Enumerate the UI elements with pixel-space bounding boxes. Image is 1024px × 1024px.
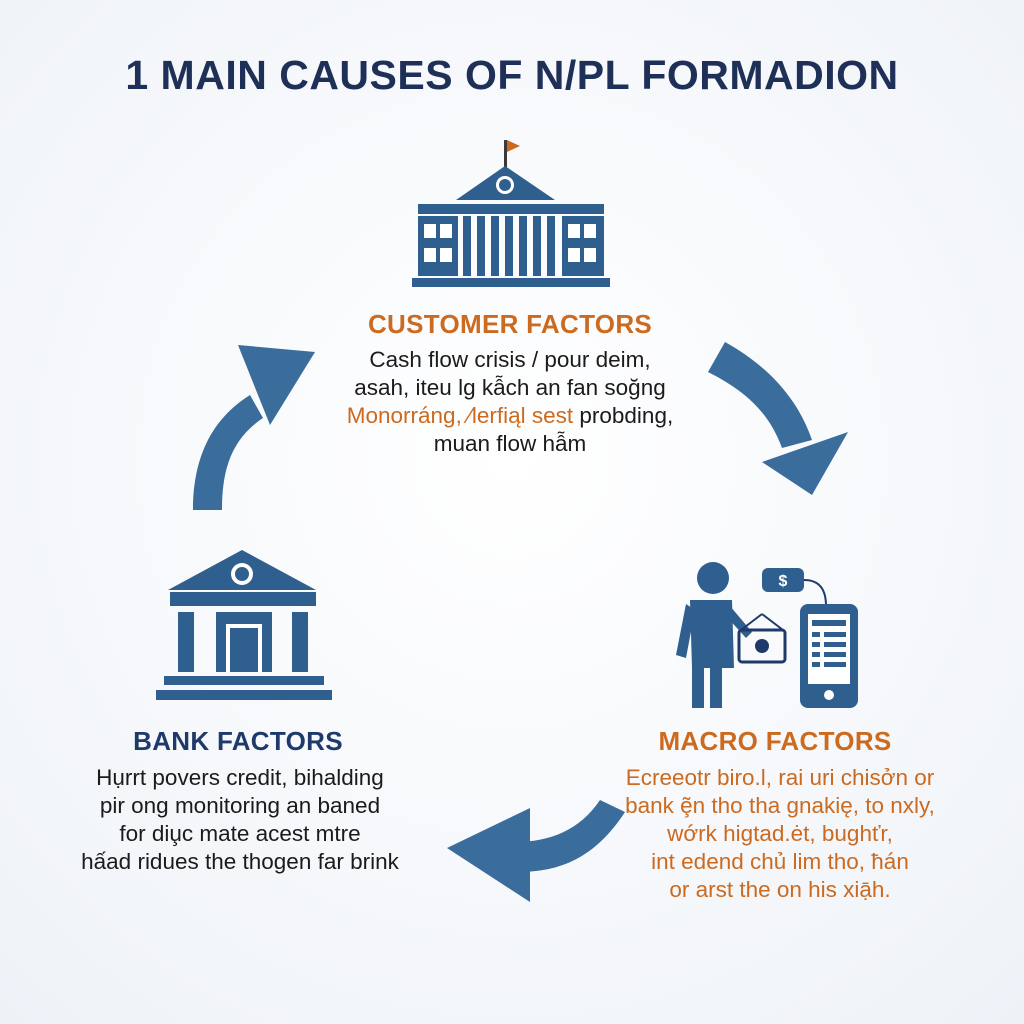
arrow-macro-to-bank (447, 800, 625, 902)
customer-line: asah, iteu lg kẫch an fan soğng (354, 375, 666, 400)
customer-line: probding, (579, 403, 674, 428)
customer-factors-text: Cash flow crisis / pour deim, asah, iteu… (290, 346, 730, 458)
arrow-bank-to-customer (193, 345, 315, 510)
bank-building-icon (412, 140, 610, 287)
customer-line: Cash flow crisis / pour deim, (369, 347, 651, 372)
macro-line: bank ȩ̃n tho tha gnakię, to nxly, (625, 793, 935, 818)
customer-line: Monorráng, ⁄lerfiąl sest (346, 403, 574, 428)
macro-line: or arst the on his xiạ̄h. (669, 877, 891, 902)
customer-factors-heading: CUSTOMER FACTORS (367, 309, 653, 339)
bank-factors-text: Hụrrt povers credit, bihalding pir ong m… (40, 764, 440, 876)
bank-icon (156, 550, 332, 700)
diagram-title: 1 MAIN CAUSES OF N/PL FORMADION (125, 52, 899, 98)
arrow-customer-to-macro (708, 342, 848, 495)
bank-line: Hụrrt povers credit, bihalding (96, 765, 384, 790)
customer-line: muan flow hẫm (433, 431, 587, 456)
bank-line: pir ong monitoring an baned (99, 793, 381, 818)
macro-factors-text: Ecreeotr biro.l, rai uri chisởn or bank … (590, 764, 970, 904)
macro-factors-heading: MACRO FACTORS (658, 726, 892, 756)
macro-line: wớrk higtad.ėt, bughťr, (667, 821, 893, 846)
svg-text:$: $ (779, 573, 788, 590)
bank-factors-heading: BANK FACTORS (133, 726, 343, 756)
person-money-phone-icon: $ (676, 562, 858, 708)
macro-line: Ecreeotr biro.l, rai uri chisởn or (625, 765, 935, 790)
bank-line: hấad ridues the thogen far brink (81, 849, 399, 874)
bank-line: for diu̧c mate acest mtre (119, 821, 361, 846)
macro-line: int edend chủ lim tho, ħán (651, 849, 909, 874)
